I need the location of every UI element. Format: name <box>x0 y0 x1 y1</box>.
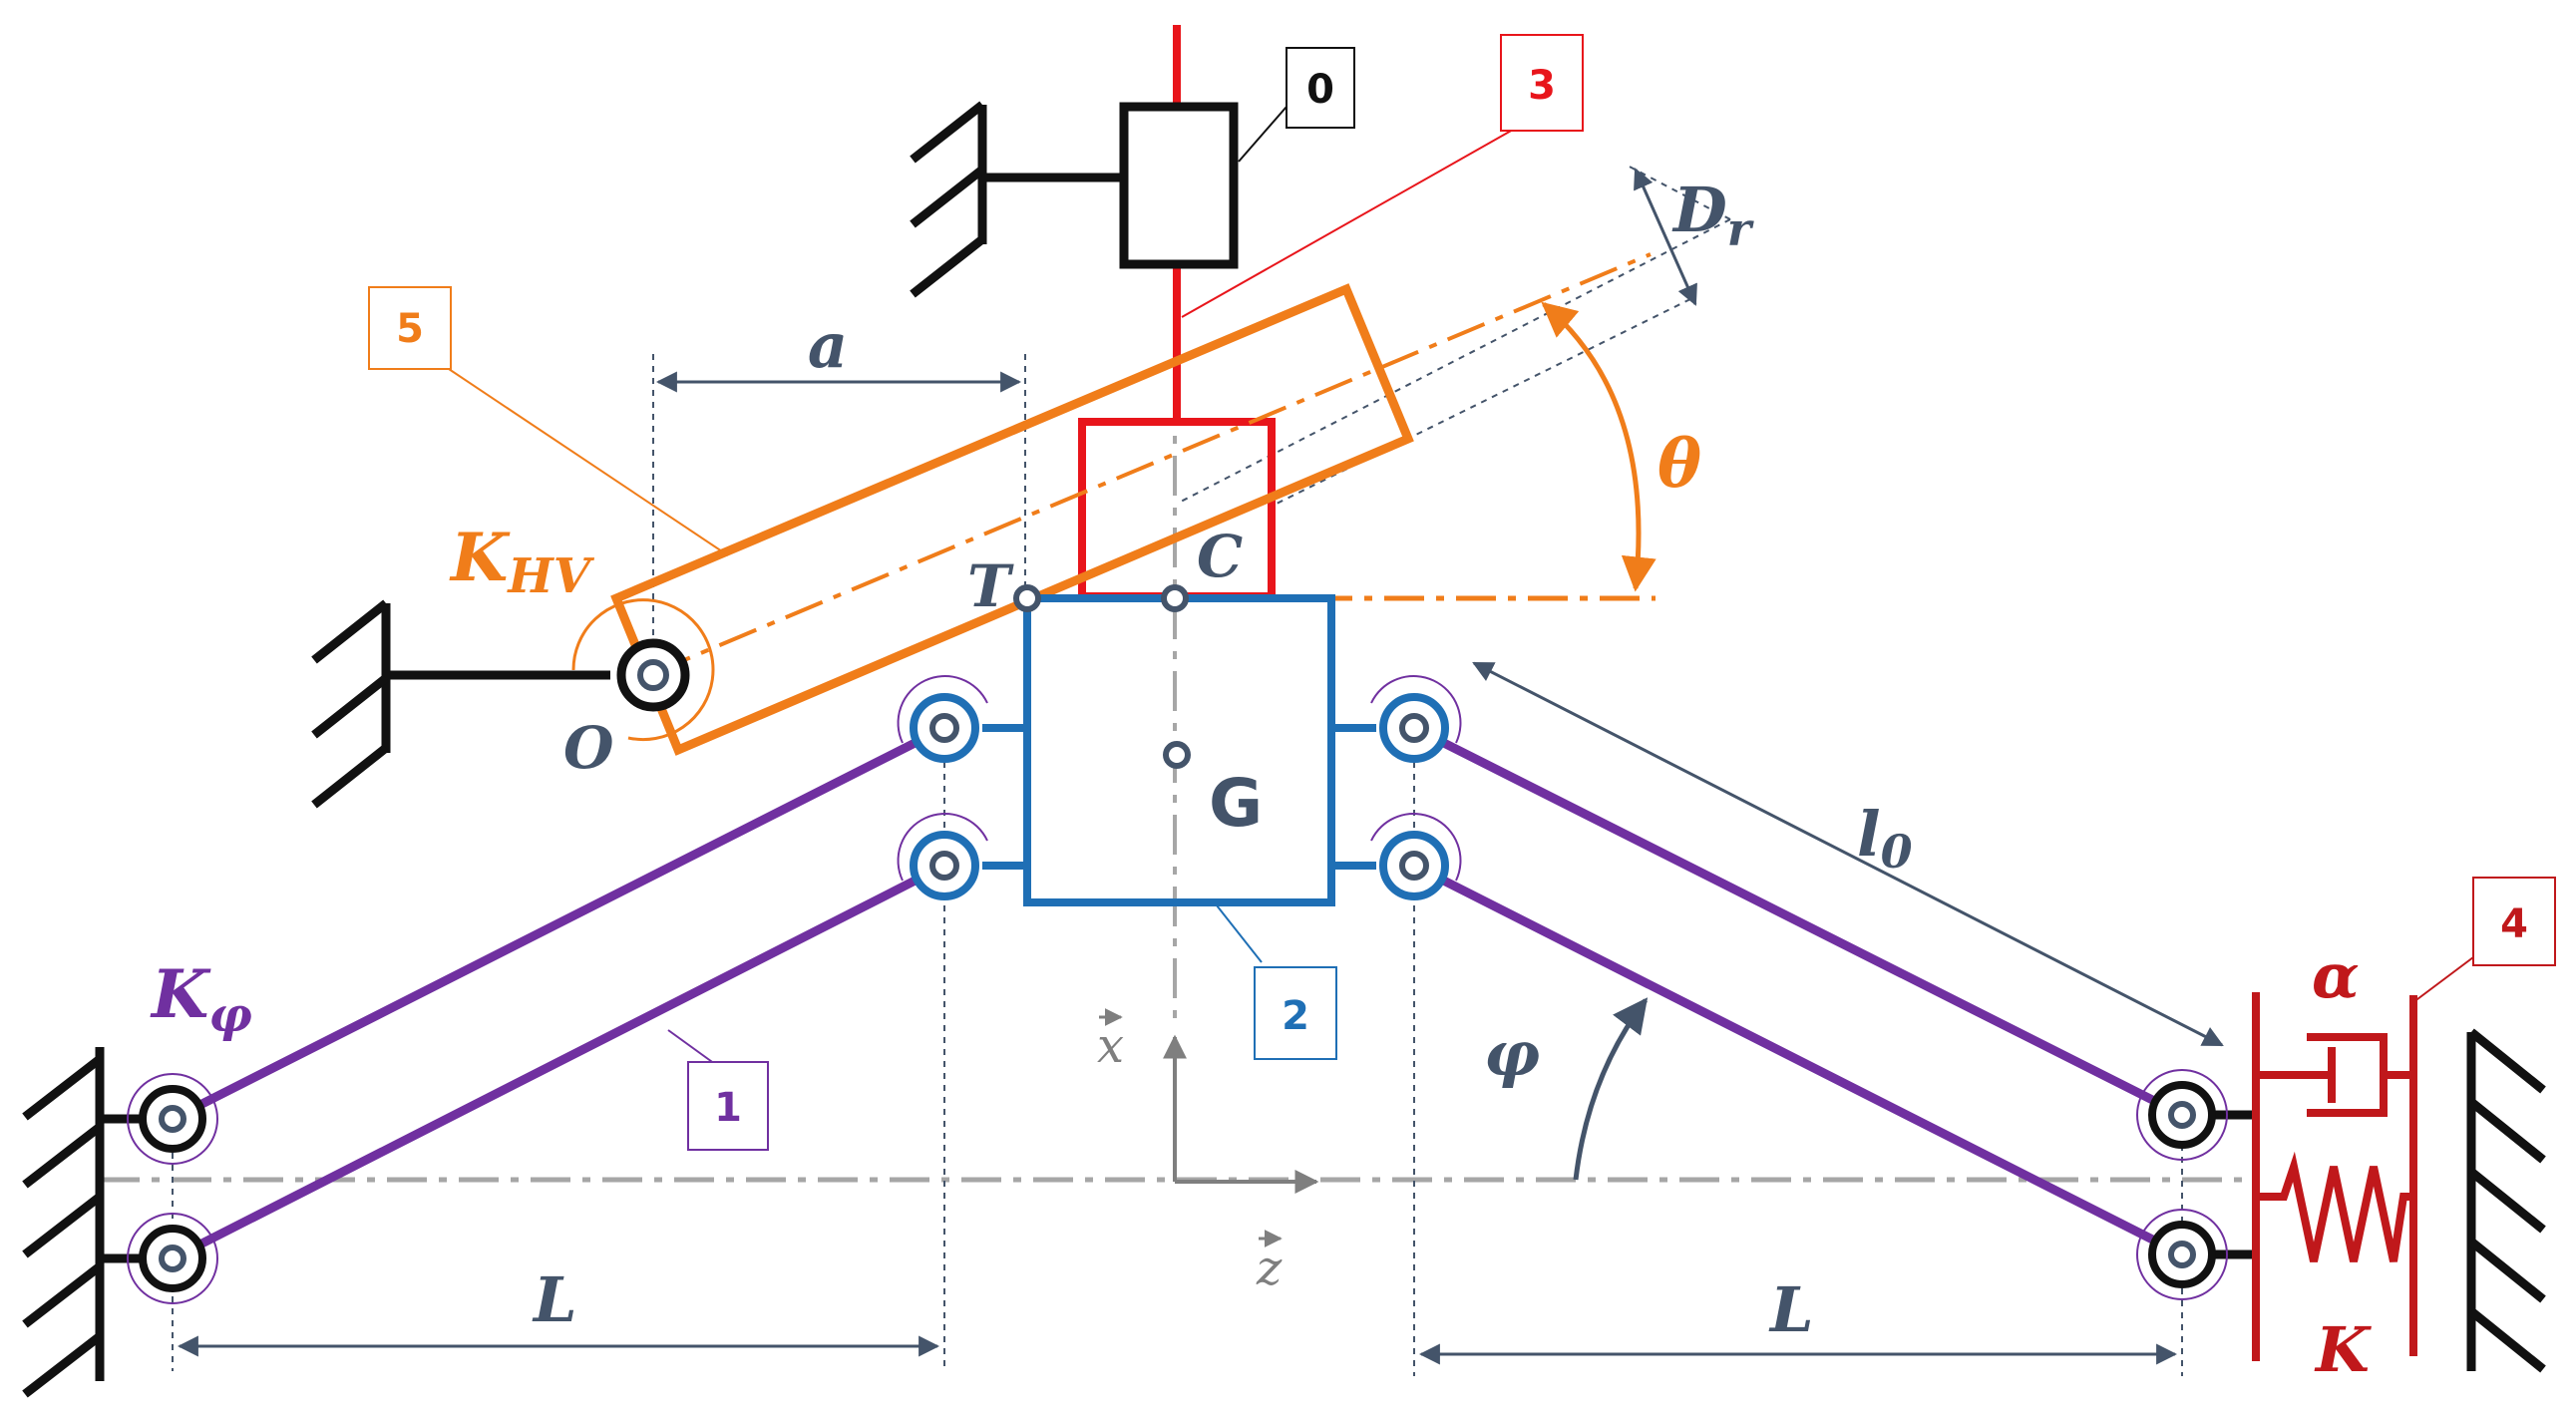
point-C <box>1161 584 1189 612</box>
tag-1-text: 1 <box>714 1085 742 1131</box>
label-L-right: L <box>1768 1273 1814 1346</box>
tag-0-text: 0 <box>1306 67 1334 113</box>
svg-text:z: z <box>1256 1241 1283 1296</box>
ground-top <box>910 101 1125 298</box>
label-KHV: KHV <box>449 519 595 604</box>
label-Kphi: Kφ <box>150 955 252 1043</box>
joint-body-left-bottom <box>897 813 988 900</box>
joint-body-right-bottom <box>1370 813 1462 900</box>
dimension-arrows <box>177 168 2224 1365</box>
label-theta: θ <box>1657 425 1701 503</box>
khv-spring-arc <box>571 598 715 742</box>
pivot-O <box>616 638 690 712</box>
part-0-slider <box>1119 102 1239 269</box>
label-O: O <box>563 714 614 782</box>
joint-right-bottom <box>2136 1209 2228 1300</box>
tag-2: 2 <box>1254 966 1337 1060</box>
tag-3: 3 <box>1500 34 1584 132</box>
label-phi: φ <box>1484 1017 1540 1090</box>
svg-text:x: x <box>1097 1018 1124 1074</box>
coordinate-axes <box>1163 1034 1319 1194</box>
joint-left-bottom <box>127 1213 218 1304</box>
revolute-joints <box>127 675 2228 1304</box>
tag-1: 1 <box>687 1061 769 1151</box>
leader-lines <box>448 106 2474 1073</box>
label-alpha: α <box>2312 939 2360 1012</box>
tag-4-text: 4 <box>2500 901 2528 947</box>
dim-Dr <box>1634 168 1697 306</box>
joint-right-top <box>2136 1069 2228 1161</box>
joint-body-left-top <box>897 675 988 763</box>
label-G: G <box>1209 765 1263 842</box>
label-l0: l0 <box>1857 798 1913 879</box>
phi-arc <box>1573 997 1649 1181</box>
tag-5: 5 <box>368 286 452 370</box>
spring-K <box>2256 1151 2413 1262</box>
joint-left-top <box>127 1073 218 1165</box>
label-L-left: L <box>532 1263 577 1336</box>
part-5-lever <box>571 252 1656 756</box>
ground-supports <box>22 101 2546 1398</box>
tag-2-text: 2 <box>1282 993 1309 1039</box>
label-T: T <box>967 552 1014 620</box>
labels: a Dr θ KHV T C O G l0 Kφ α K φ L L x z <box>150 174 2372 1386</box>
tag-5-text: 5 <box>396 306 424 352</box>
dim-l0 <box>1472 661 2224 1047</box>
label-Dr: Dr <box>1671 174 1755 256</box>
tag-4: 4 <box>2472 877 2556 966</box>
ground-lever <box>311 599 610 809</box>
point-T <box>1013 584 1041 612</box>
label-K: K <box>2314 1313 2372 1386</box>
damper-alpha <box>2256 1033 2413 1117</box>
part-4-spring-damper <box>2252 992 2417 1361</box>
tag-3-text: 3 <box>1528 63 1556 109</box>
tag-0: 0 <box>1286 47 1355 129</box>
label-z-axis: z <box>1256 1230 1283 1296</box>
joint-body-right-top <box>1370 675 1462 763</box>
theta-arc <box>1541 301 1656 592</box>
label-C: C <box>1197 523 1243 590</box>
label-x-axis: x <box>1097 1008 1124 1074</box>
point-G <box>1163 741 1191 769</box>
points <box>1013 584 1191 769</box>
label-a: a <box>808 309 848 382</box>
lever-axis <box>652 252 1652 675</box>
